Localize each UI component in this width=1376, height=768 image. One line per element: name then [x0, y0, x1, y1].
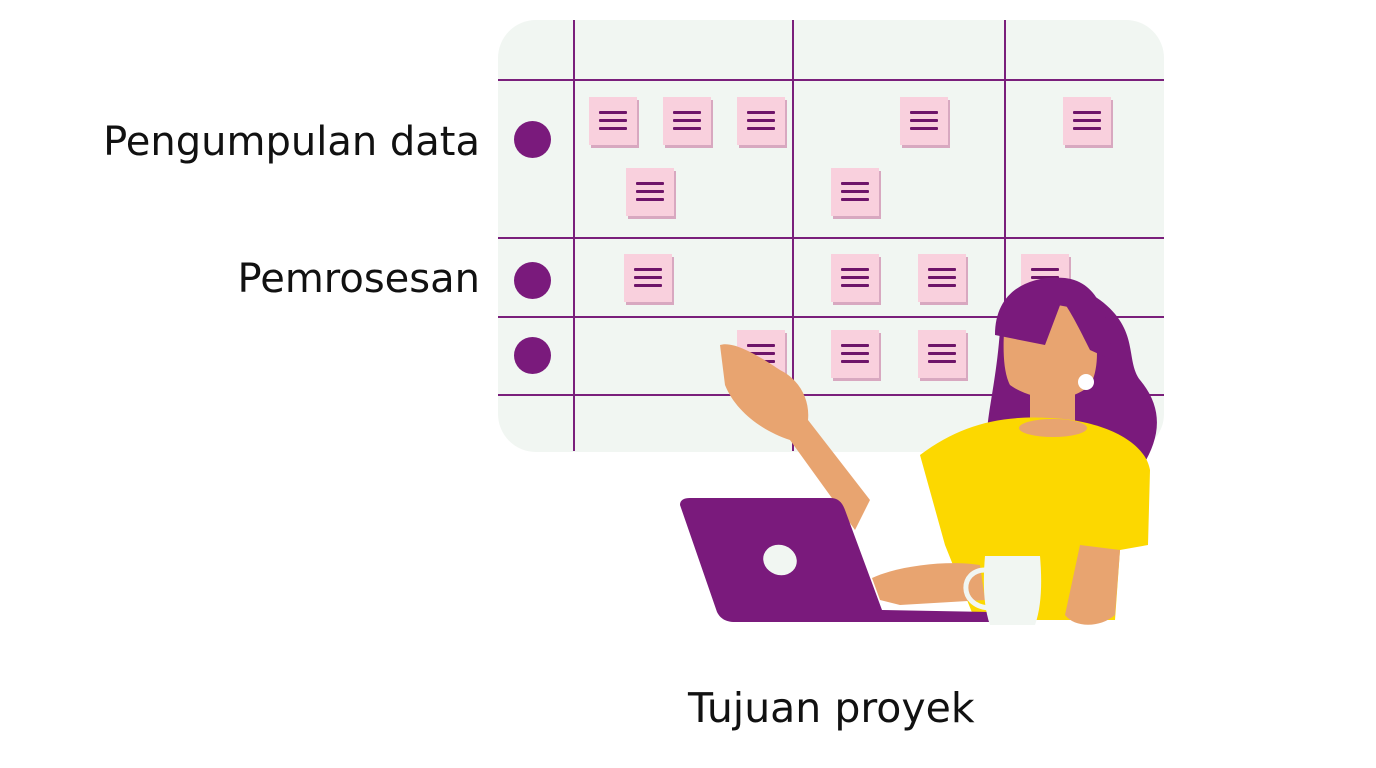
- sticky-note-icon: [589, 97, 637, 145]
- sticky-note-icon: [624, 254, 672, 302]
- sticky-note-icon: [831, 330, 879, 378]
- sticky-note-icon: [918, 330, 966, 378]
- grid-line: [573, 20, 575, 451]
- grid-line: [498, 79, 1164, 81]
- row-bullet-icon: [514, 337, 551, 374]
- caption-project-goals: Tujuan proyek: [688, 684, 975, 732]
- mug-icon: [983, 556, 1042, 625]
- earring-icon: [1078, 374, 1094, 390]
- sticky-note-icon: [918, 254, 966, 302]
- sticky-note-icon: [663, 97, 711, 145]
- grid-line: [792, 20, 794, 451]
- row-label-data-collection: Pengumpulan data: [103, 119, 480, 165]
- row-bullet-icon: [514, 121, 551, 158]
- sticky-note-icon: [831, 168, 879, 216]
- row-label-processing: Pemrosesan: [237, 256, 480, 302]
- grid-line: [498, 394, 1164, 396]
- sticky-note-icon: [900, 97, 948, 145]
- sticky-note-icon: [831, 254, 879, 302]
- grid-line: [498, 237, 1164, 239]
- grid-line: [1004, 20, 1006, 451]
- sticky-note-icon: [626, 168, 674, 216]
- row-bullet-icon: [514, 262, 551, 299]
- laptop-icon: [680, 498, 990, 622]
- grid-line: [498, 316, 1164, 318]
- sticky-note-icon: [1063, 97, 1111, 145]
- sticky-note-icon: [737, 97, 785, 145]
